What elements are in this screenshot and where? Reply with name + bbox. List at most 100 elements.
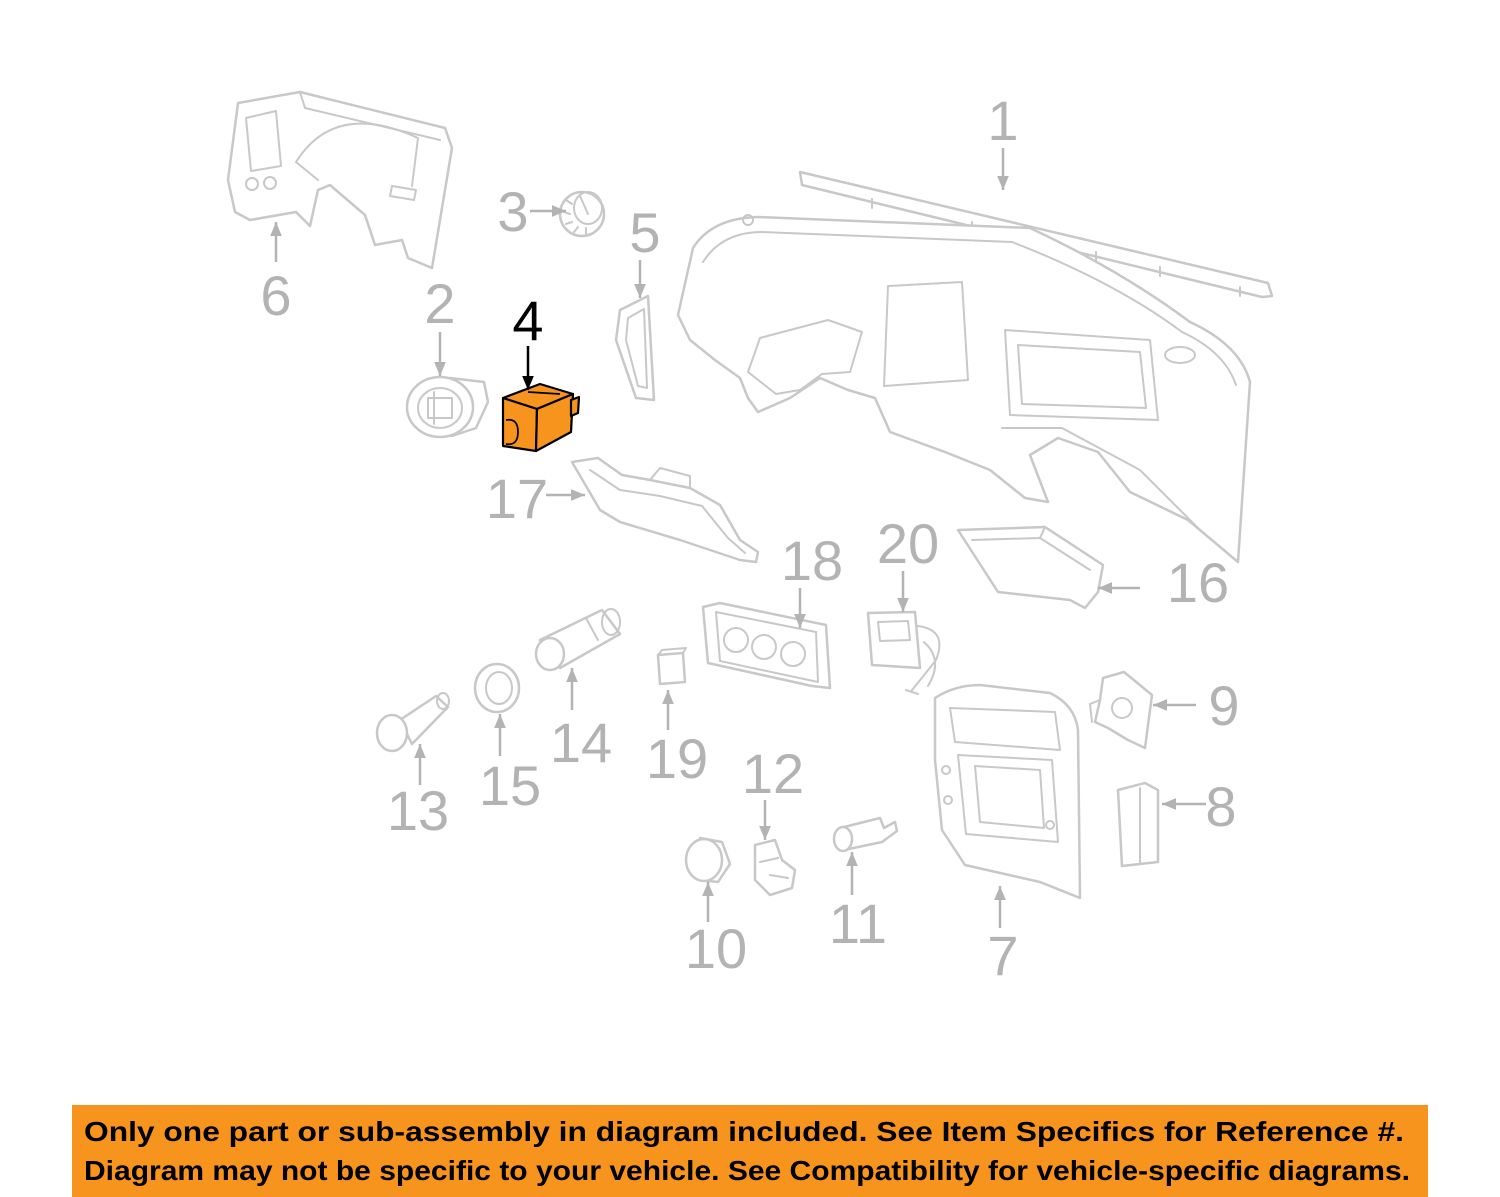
part-4-tab bbox=[569, 395, 581, 418]
callout-label-14: 14 bbox=[550, 711, 612, 774]
part-9-hub bbox=[1111, 697, 1133, 719]
part-19-top bbox=[657, 647, 687, 656]
part-9-tab bbox=[1089, 699, 1101, 723]
part-20-wires bbox=[905, 625, 941, 695]
callout-label-3: 3 bbox=[497, 180, 528, 243]
part-17-notch bbox=[649, 467, 691, 489]
callout-label-11: 11 bbox=[829, 892, 887, 955]
part-7-hole bbox=[1045, 820, 1055, 830]
dashboard-lower-edge bbox=[1001, 427, 1201, 531]
part-13-fastener bbox=[375, 692, 450, 753]
part-6-left-panel bbox=[245, 110, 282, 172]
part-7-hole bbox=[943, 795, 953, 805]
callout-9: 9 bbox=[1153, 674, 1240, 737]
part-4-dial bbox=[505, 418, 519, 446]
part-14-cylinder bbox=[534, 608, 622, 672]
part-6-hole bbox=[245, 177, 259, 191]
part-10-face bbox=[684, 837, 724, 883]
callout-label-8: 8 bbox=[1205, 775, 1236, 838]
part-18-outline bbox=[701, 601, 832, 690]
callout-label-19: 19 bbox=[646, 727, 708, 790]
callout-15: 15 bbox=[479, 714, 541, 817]
callout-4: 4 bbox=[512, 289, 544, 390]
part-19-outline bbox=[656, 651, 687, 686]
part-20-face bbox=[877, 620, 911, 642]
part-2-slot bbox=[427, 391, 453, 425]
callout-18: 18 bbox=[781, 529, 843, 628]
callout-1: 1 bbox=[987, 89, 1019, 190]
part-6-gauge-opening bbox=[295, 122, 419, 187]
part-11-body bbox=[838, 816, 899, 852]
callout-label-15: 15 bbox=[479, 754, 541, 817]
callout-2: 2 bbox=[424, 272, 456, 376]
dashboard-top-edge bbox=[702, 231, 1237, 386]
dashboard-sensor bbox=[1164, 346, 1196, 364]
callout-label-4: 4 bbox=[512, 289, 543, 352]
part-13-tip bbox=[436, 692, 450, 710]
callout-label-1: 1 bbox=[987, 89, 1018, 152]
callout-7: 7 bbox=[987, 886, 1019, 987]
callout-label-5: 5 bbox=[629, 201, 660, 264]
callout-label-13: 13 bbox=[387, 779, 449, 842]
part-10-knob bbox=[684, 836, 732, 884]
part-7-lower-opening bbox=[957, 754, 1059, 843]
part-12-outline bbox=[753, 838, 797, 897]
callout-8: 8 bbox=[1162, 775, 1237, 838]
callout-5: 5 bbox=[629, 201, 661, 298]
part-12-detail bbox=[759, 857, 789, 879]
dashboard-screen-opening bbox=[1004, 329, 1159, 421]
part-6-hole bbox=[263, 176, 277, 190]
part-6-cluster-bezel bbox=[226, 90, 454, 270]
part-16-inner bbox=[971, 526, 1091, 571]
part-4-side-face bbox=[534, 392, 575, 453]
part-3-face bbox=[573, 191, 603, 225]
banner-background bbox=[72, 1105, 1428, 1197]
banner-line-2: Diagram may not be specific to your vehi… bbox=[84, 1155, 1410, 1186]
part-7-upper-opening bbox=[949, 707, 1061, 751]
callout-6: 6 bbox=[260, 222, 292, 327]
callout-label-17: 17 bbox=[486, 467, 548, 530]
part-dashboard-panel bbox=[676, 214, 1252, 564]
part-19-block bbox=[656, 647, 687, 686]
callout-19: 19 bbox=[646, 690, 708, 790]
callout-label-12: 12 bbox=[742, 742, 804, 805]
callout-16: 16 bbox=[1098, 551, 1229, 614]
part-18-knob-right bbox=[780, 641, 806, 667]
part-5-outline bbox=[614, 294, 656, 402]
part-17-edge bbox=[589, 469, 746, 554]
part-16-compartment bbox=[956, 525, 1105, 610]
part-17-bracket bbox=[570, 456, 760, 564]
disclaimer-banner: Only one part or sub-assembly in diagram… bbox=[72, 1105, 1428, 1197]
callout-13: 13 bbox=[387, 744, 449, 842]
callout-label-16: 16 bbox=[1167, 551, 1229, 614]
callout-label-7: 7 bbox=[987, 924, 1018, 987]
part-6-edge bbox=[299, 91, 441, 141]
part-11-fastener bbox=[832, 816, 899, 853]
part-4-top-ridge bbox=[527, 391, 561, 395]
part-7-outline bbox=[933, 683, 1082, 900]
part-5-vent-bezel bbox=[614, 294, 656, 402]
callout-label-6: 6 bbox=[260, 264, 291, 327]
dashboard-outline bbox=[676, 215, 1252, 564]
part-3-ridges bbox=[563, 195, 589, 235]
callout-label-9: 9 bbox=[1208, 674, 1239, 737]
callout-label-10: 10 bbox=[685, 917, 747, 980]
part-15-ring bbox=[473, 662, 521, 714]
part-4-switch-highlighted bbox=[501, 382, 581, 453]
part-2-switch bbox=[405, 375, 490, 439]
callout-20: 20 bbox=[877, 512, 939, 612]
part-8-outline bbox=[1116, 781, 1160, 868]
part-6-outline bbox=[226, 90, 454, 270]
part-14-back bbox=[601, 608, 621, 636]
part-2-face bbox=[417, 387, 463, 429]
callout-label-20: 20 bbox=[877, 512, 939, 575]
callout-17: 17 bbox=[486, 467, 585, 530]
part-7-hole bbox=[941, 765, 951, 775]
part-14-band bbox=[585, 617, 599, 641]
part-17-outline bbox=[570, 456, 760, 564]
callout-10: 10 bbox=[685, 882, 747, 980]
callout-label-18: 18 bbox=[781, 529, 843, 592]
callout-11: 11 bbox=[829, 852, 887, 955]
callout-14: 14 bbox=[550, 668, 612, 774]
